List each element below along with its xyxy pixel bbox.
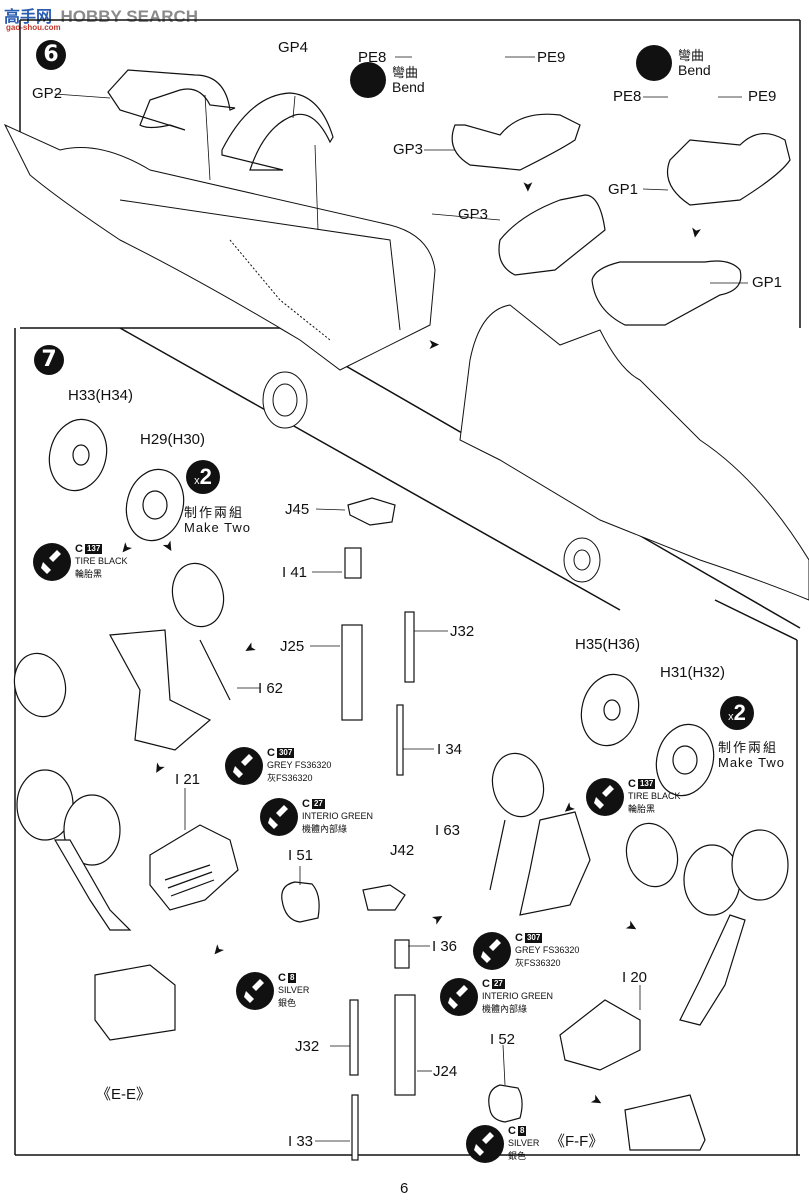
part-label-i63: I 63: [435, 822, 461, 839]
canopy-gp3-top: [451, 113, 581, 171]
section-label-e-e: 《E-E》: [96, 1086, 152, 1103]
make-two-zh: 制作兩組: [184, 505, 245, 520]
part-label-h33: H33(H34): [68, 387, 134, 404]
fuselage-step-6: [3, 123, 436, 429]
watermark: 高手网 HOBBY SEARCH: [4, 3, 198, 27]
part-label-i20: I 20: [622, 969, 648, 986]
canopy-gp1-mid: [591, 260, 742, 326]
part-label-i34: I 34: [437, 741, 463, 758]
assembly-arrow-icon: ➤: [428, 336, 440, 352]
part-label-i21: I 21: [175, 771, 201, 788]
canopy-gp2: [107, 69, 236, 131]
part-label-gp2: GP2: [32, 85, 63, 102]
part-label-i36: I 36: [432, 938, 458, 955]
step-number-6: 6: [36, 40, 66, 70]
part-label-j25: J25: [280, 638, 305, 655]
paintbrush-icon: [225, 747, 263, 785]
part-label-i41: I 41: [282, 564, 308, 581]
part-label-i62: I 62: [258, 680, 284, 697]
diagonal-separator: [14, 327, 801, 1156]
part-label-gp3: GP3: [393, 141, 424, 158]
step-number-7: 7: [34, 345, 64, 375]
part-label-h29: H29(H30): [140, 431, 206, 448]
part-label-gp1: GP1: [608, 181, 639, 198]
bend-icon: [636, 45, 672, 81]
part-label-h35: H35(H36): [575, 636, 641, 653]
part-label-gp3: GP3: [458, 206, 489, 223]
part-label-j32: J32: [295, 1038, 320, 1055]
paintbrush-icon: [466, 1125, 504, 1163]
part-label-j32: J32: [450, 623, 475, 640]
watermark-brand: HOBBY SEARCH: [60, 7, 199, 26]
struts-center: [341, 497, 416, 1161]
paintbrush-icon: [260, 798, 298, 836]
quantity-badge: x2: [720, 696, 754, 730]
part-label-i51: I 51: [288, 847, 314, 864]
paintbrush-icon: [586, 778, 624, 816]
fuselage-step-7: [459, 304, 809, 601]
part-label-gp4: GP4: [278, 39, 309, 56]
part-label-j45: J45: [285, 501, 310, 518]
bend-icon: [350, 62, 386, 98]
make-two-zh: 制作兩組: [718, 740, 779, 755]
paintbrush-icon: [473, 932, 511, 970]
canopy-gp4: [221, 92, 334, 171]
assembly-arrow-icon: ➤: [687, 225, 706, 240]
part-i21: [149, 824, 239, 911]
part-label-i52: I 52: [490, 1031, 516, 1048]
part-label-pe9: PE9: [748, 88, 777, 105]
part-label-j42: J42: [390, 842, 415, 859]
canopy-gp3-mid: [498, 194, 606, 276]
watermark-url: gao-shou.com: [6, 23, 61, 32]
assembly-arrow-icon: ➤: [520, 180, 537, 193]
leader-lines: [54, 56, 748, 1142]
part-label-pe8: PE8: [613, 88, 642, 105]
part-label-pe9: PE9: [537, 49, 566, 66]
page-number: 6: [400, 1180, 409, 1197]
canopy-gp1-top: [666, 133, 791, 206]
paintbrush-icon: [236, 972, 274, 1010]
part-label-i33: I 33: [288, 1133, 314, 1150]
watermark-logo: 高手网: [4, 9, 53, 26]
part-i51: [281, 881, 320, 923]
quantity-badge: x2: [186, 460, 220, 494]
wheels-right: [488, 673, 789, 1151]
wheels-left: [13, 418, 231, 1041]
frame-step-6: [19, 19, 801, 328]
part-label-j24: J24: [433, 1063, 458, 1080]
make-two-en: Make Two: [718, 755, 786, 770]
paintbrush-icon: [33, 543, 71, 581]
make-two-en: Make Two: [184, 520, 252, 535]
part-label-h31: H31(H32): [660, 664, 726, 681]
section-label-f-f: 《F-F》: [550, 1133, 604, 1150]
part-label-pe8: PE8: [358, 49, 387, 66]
part-label-gp1: GP1: [752, 274, 783, 291]
paintbrush-icon: [440, 978, 478, 1016]
